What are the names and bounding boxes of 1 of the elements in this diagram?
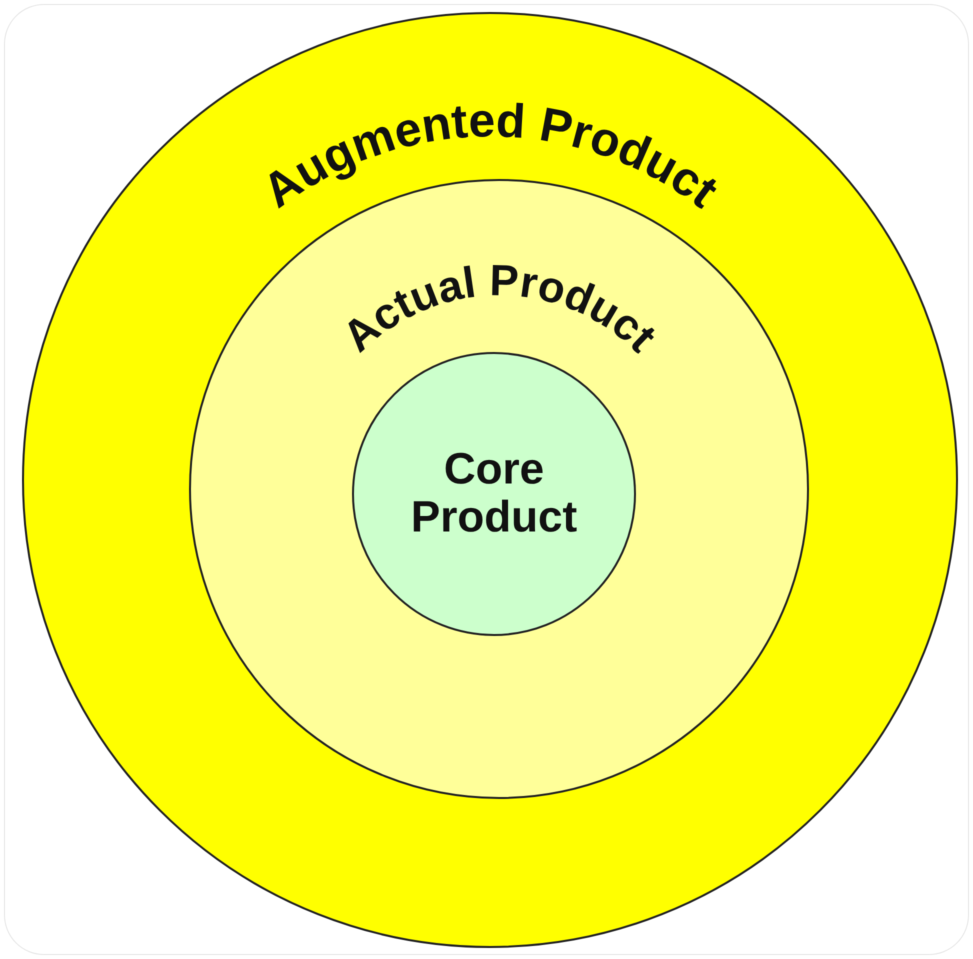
circle-label: Core Product	[410, 446, 578, 542]
